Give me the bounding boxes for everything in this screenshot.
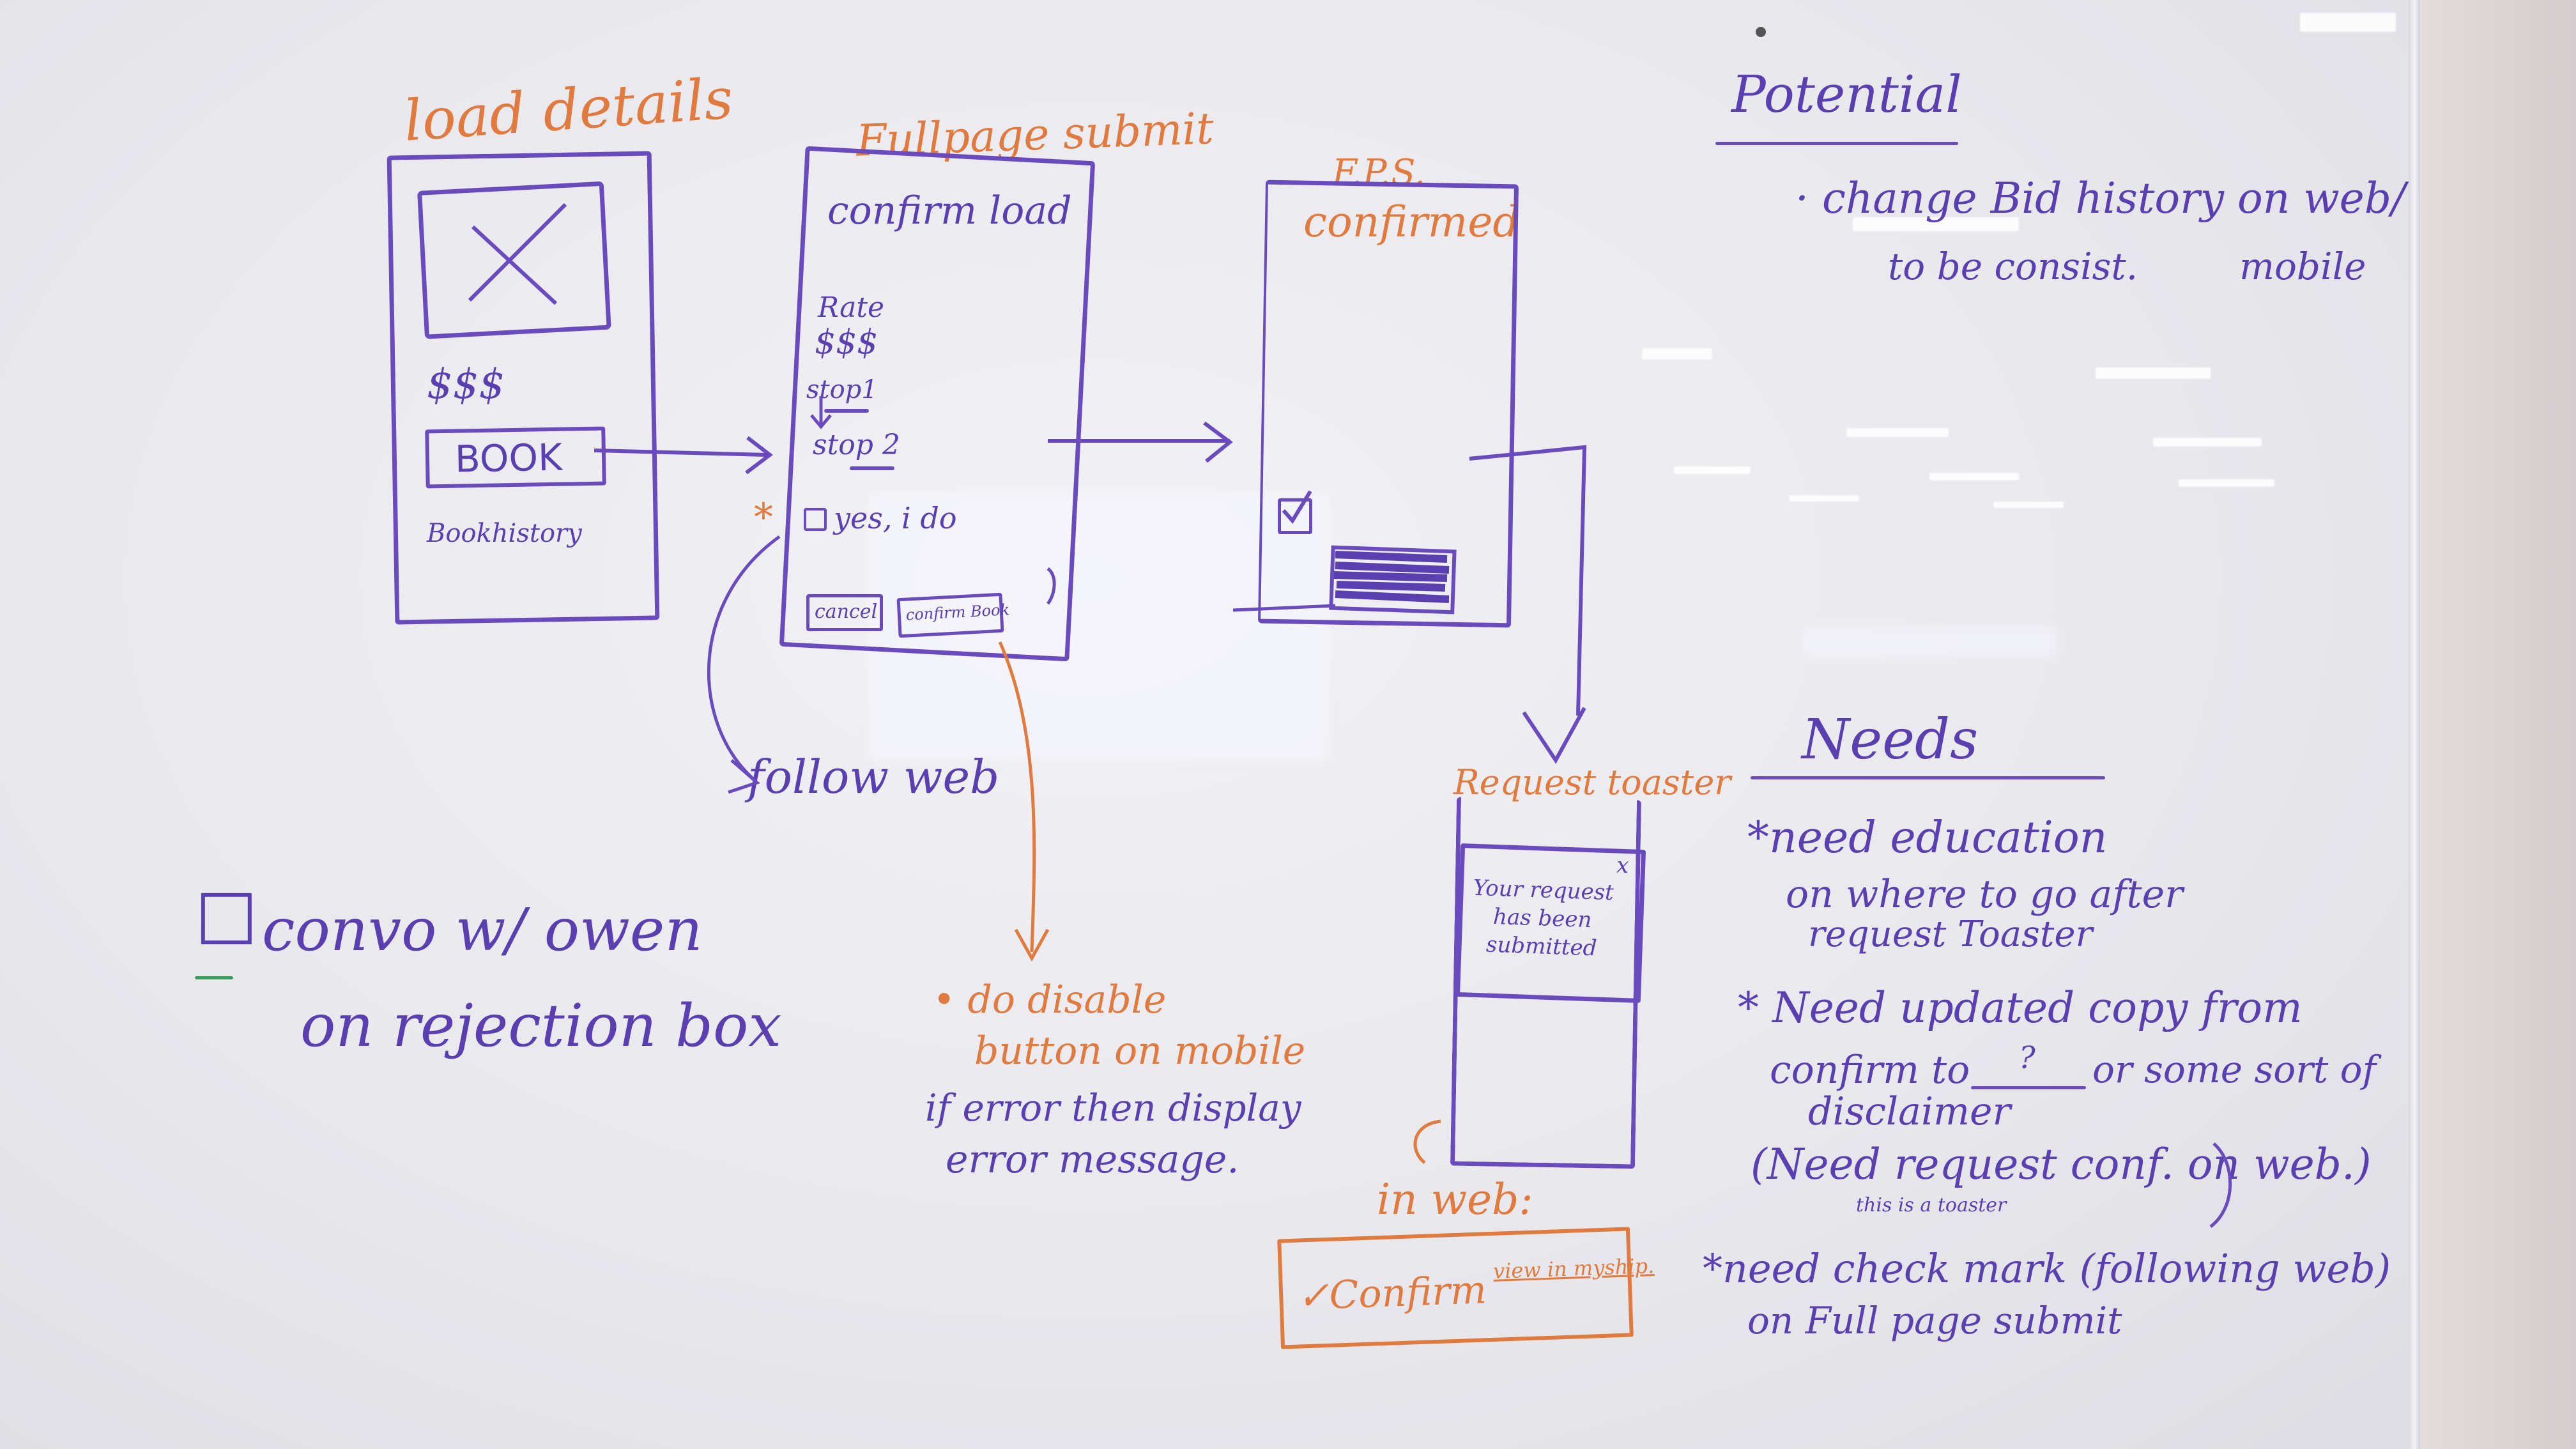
needs-item2-note: this is a toaster [1856,1194,2007,1216]
potential-line1: · change Bid history on web/ [1795,174,2406,223]
needs-item1-line3: request Toaster [1808,914,2093,955]
needs-item2-blank: ? [2019,1040,2035,1076]
book-button[interactable]: BOOK [425,426,606,489]
book-history-link[interactable]: Bookhistory [427,519,582,548]
convo-checkbox-icon[interactable]: ☐ [195,879,258,961]
needs-item2-line1: * Need updated copy from [1738,983,2303,1032]
green-mark [195,976,233,979]
light-reflection [2179,479,2274,487]
light-reflection [2300,13,2396,32]
mobile-note-line4: error message. [946,1137,1239,1182]
required-asterisk: * [754,495,773,540]
mobile-note-line1: • do disable [933,977,1167,1022]
cancel-button-label: cancel [815,601,878,623]
light-reflection [2153,438,2262,447]
needs-heading: Needs [1802,708,1979,772]
window-reflection [1802,626,2057,658]
light-reflection [1674,466,1751,474]
needs-item1-line1: *need education [1747,813,2108,863]
agree-checkbox[interactable] [804,508,827,531]
light-reflection [1993,502,2064,508]
web-confirm-banner: ✓Confirm view in myship. [1277,1227,1655,1349]
light-reflection [1642,348,1712,360]
book-button-label: BOOK [454,435,563,481]
light-reflection [1846,428,1949,437]
toaster-message-box: x Your request has been submitted [1455,843,1646,1003]
confirm-book-button-label: confirm Book [905,601,1010,624]
rate-label: Rate [818,291,885,324]
light-reflection [1853,217,2019,231]
needs-item2-blank-line [1971,1086,2086,1089]
confirm-load-header: confirm load [827,188,1072,233]
board-pin [1756,27,1766,37]
in-web-label: in web: [1377,1175,1533,1224]
fps-confirmed-phone-frame [1257,180,1519,628]
window-reflection [869,492,1329,760]
light-reflection [2096,367,2211,379]
stop2-label: stop 2 [813,429,900,461]
light-reflection [1789,495,1859,502]
needs-item3-line2: on Full page submit [1747,1299,2122,1342]
follow-web-label: follow web [747,750,1000,804]
needs-item1-line2: on where to go after [1786,872,2183,917]
stop1-underline [824,409,869,413]
cancel-button[interactable]: cancel [806,594,883,631]
needs-underline [1751,776,2105,779]
whiteboard-frame [2409,0,2420,1449]
wall [2421,0,2576,1449]
toaster-message: Your request has been submitted [1473,875,1614,962]
agree-checkbox-label: yes, i do [834,501,957,535]
request-toaster-title: Request toaster [1453,762,1731,802]
check-mark-icon [1278,490,1312,534]
needs-item2-line2b: or some sort of [2092,1048,2377,1091]
fps-title: F.P.S. [1332,152,1426,194]
fps-subtitle: confirmed [1303,197,1520,247]
needs-item3-line1: *need check mark (following web) [1703,1245,2391,1292]
light-reflection [1929,473,2019,480]
confirm-book-button[interactable]: confirm Book [896,592,1010,638]
rate-price: $$$ [815,323,878,362]
needs-item2-line3: disclaimer [1808,1089,2011,1134]
potential-heading: Potential [1731,65,1962,124]
stop1-label: stop1 [806,375,878,404]
potential-line3: mobile [2239,245,2366,288]
toaster-close-icon[interactable]: x [1616,852,1630,879]
mobile-note-line3: if error then display [925,1086,1301,1130]
mobile-note-line2: button on mobile [974,1029,1306,1073]
load-details-price: $$$ [427,361,505,408]
needs-item2-line2: confirm to [1770,1048,1970,1092]
convo-note-line1: convo w/ owen [262,896,703,964]
potential-underline [1715,142,1958,145]
potential-line2: to be consist. [1888,245,2138,288]
convo-note-line2: on rejection box [300,992,782,1060]
web-confirm-label: ✓Confirm [1296,1268,1487,1319]
stop2-underline [850,466,894,470]
needs-item2-line4: (Need request conf. on web.) [1751,1140,2372,1189]
view-in-myship-link[interactable]: view in myship. [1492,1254,1655,1284]
